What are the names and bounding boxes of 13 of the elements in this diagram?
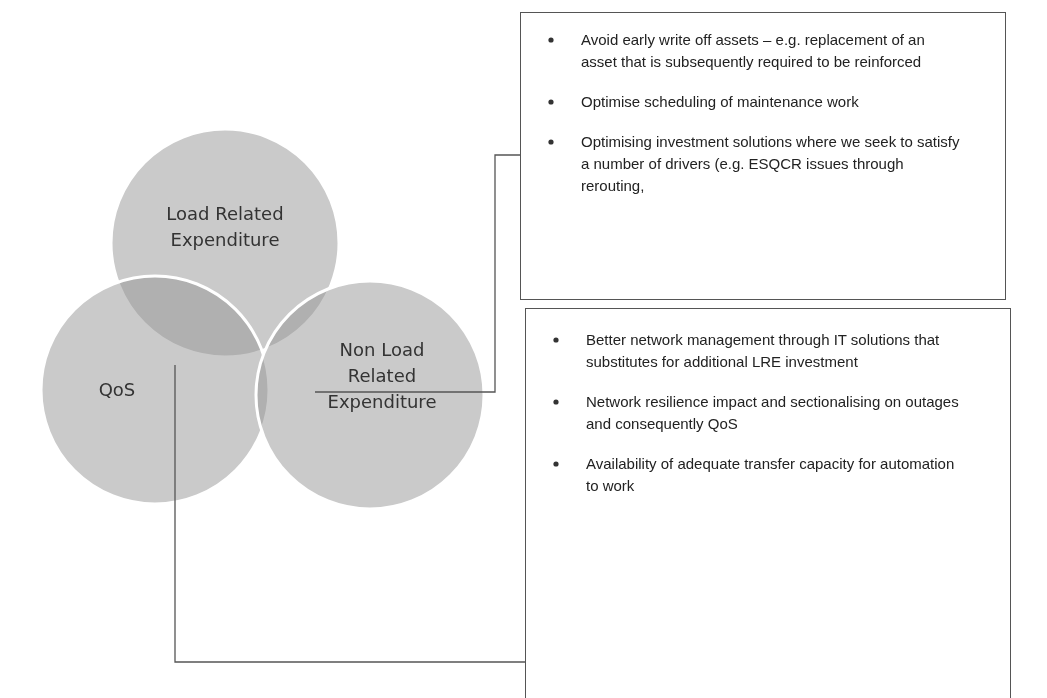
circle-label: QoS [97,378,137,402]
bullet-text: Avoid early write off assets – e.g. replacement of an asset that is subsequently required to be reinforced [581,31,925,70]
bullet-text: Availability of adequate transfer capacity for automation to work [586,455,955,494]
circle-label: Load Related Expenditure [165,202,285,252]
leader-line [314,154,521,393]
text-box [520,12,1006,300]
leader-line [174,364,526,663]
bullet-text: Network resilience impact and sectionalising on outages and consequently QoS [586,393,959,432]
bullet-text: Optimising investment solutions where we seek to satisfy a number of drivers (e.g. ESQCR issues through rerouting, [581,133,960,194]
text-box [525,308,1011,698]
bullet-text: Better network management through IT solutions that substitutes for additional LRE investment [586,331,940,370]
bullet-text: Optimise scheduling of maintenance work [581,93,859,110]
circle-label: Non Load Related Expenditure [326,338,438,414]
